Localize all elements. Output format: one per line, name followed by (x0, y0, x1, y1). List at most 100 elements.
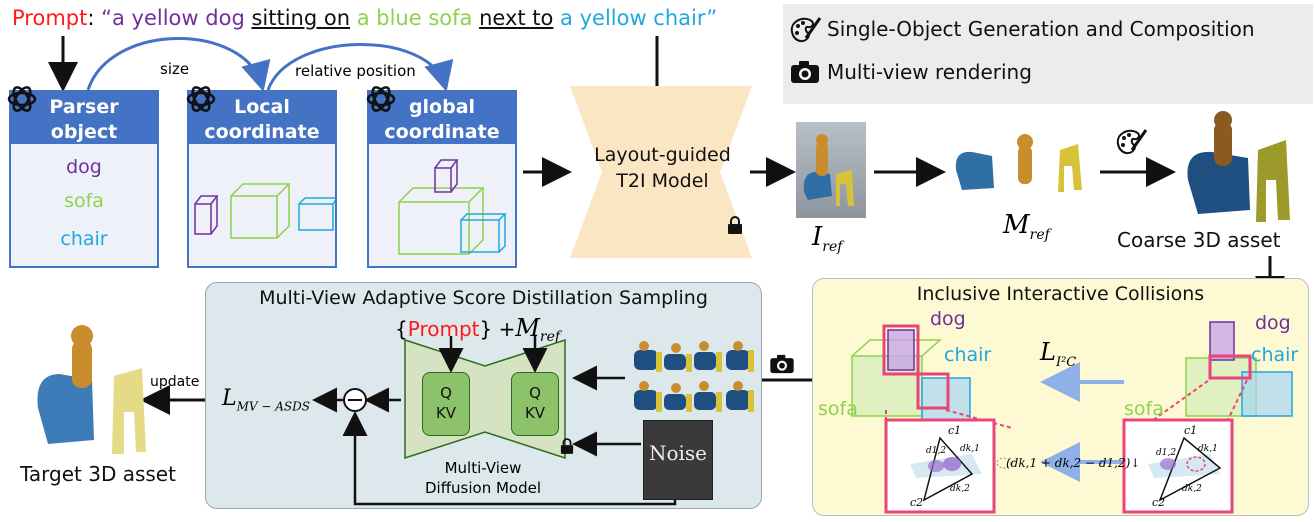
local-header: Local coordinate (187, 90, 337, 144)
parser-body: dog sofa chair (9, 144, 159, 268)
parser-header: Parser object (9, 90, 159, 144)
local-chair-box (298, 197, 339, 231)
global-title-line1: global (408, 96, 476, 118)
openai-icon (184, 82, 218, 120)
iic-right-chair-label: chair (1251, 344, 1299, 366)
arc-relative-position (266, 43, 454, 92)
mref-symbol: M (1003, 210, 1030, 240)
iref-symbol: I (812, 222, 823, 252)
iic-formula: (dk,1 + dk,2 − d1,2)↓ (1006, 456, 1141, 470)
qkv-block-right: Q KV (511, 372, 559, 436)
quote-open: “ (101, 6, 112, 30)
t2i-model-shape (570, 86, 752, 258)
diffusion-model-label: Multi-View Diffusion Model (408, 458, 558, 498)
mvasds-title: Multi-View Adaptive Score Distillation S… (259, 287, 708, 309)
update-label: update (150, 374, 200, 390)
camera-icon (783, 60, 827, 84)
right-d12-label: d1,2 (1156, 448, 1177, 458)
target-3d-asset-image (37, 325, 146, 454)
iic-left-sofa-label: sofa (818, 398, 858, 420)
arc-size (86, 37, 271, 92)
prompt-colon: : (87, 6, 102, 30)
object-chair: chair (60, 228, 108, 250)
mref-sub: ref (1029, 227, 1050, 244)
prompt-chair: a yellow chair (560, 6, 707, 30)
loss-sub: MV − ASDS (236, 399, 310, 414)
mvasds-m-sub: ref (539, 329, 561, 345)
local-boxes (194, 183, 339, 239)
diffusion-line2: Diffusion Model (424, 479, 542, 497)
iic-left-chair-label: chair (944, 344, 992, 366)
coarse-3d-asset-label: Coarse 3D asset (1117, 228, 1281, 252)
left-d12-label: d1,2 (926, 446, 947, 456)
iic-zoom-right (1122, 418, 1234, 514)
local-title-line1: Local (234, 96, 290, 118)
iic-left-scene (851, 324, 1013, 429)
global-body (367, 144, 517, 268)
quote-close: ” (706, 6, 718, 30)
brace-close: } (479, 317, 493, 341)
prompt-line: Prompt: “a yellow dog sitting on a blue … (12, 6, 717, 30)
iic-title: Inclusive Interactive Collisions (916, 283, 1205, 305)
noise-block: Noise (643, 420, 713, 500)
iic-right-dog-label: dog (1255, 312, 1291, 334)
legend-item-generation: Single-Object Generation and Composition (783, 14, 1255, 44)
edge-label-relative-position: relative position (295, 62, 416, 80)
iic-zoom-left (884, 418, 996, 514)
lock-icon (727, 216, 743, 238)
left-c1-label: c1 (948, 424, 962, 437)
right-dk1-label: dk,1 (1198, 444, 1218, 454)
iic-left-dog-label: dog (930, 308, 966, 330)
iic-diagram (851, 321, 1293, 514)
lock-icon (560, 438, 574, 458)
local-column: Local coordinate (187, 90, 339, 268)
camera-icon (768, 354, 796, 378)
parser-title-line2: object (50, 121, 118, 143)
prompt-sofa: a blue sofa (356, 6, 473, 30)
target-3d-asset-label: Target 3D asset (20, 462, 176, 486)
prompt-label: Prompt (12, 6, 88, 30)
legend-text-rendering: Multi-view rendering (827, 60, 1032, 84)
legend-box: Single-Object Generation and Composition… (783, 4, 1313, 104)
left-c2-label: c2 (910, 496, 924, 509)
segmented-objects (955, 134, 1082, 192)
reference-image (796, 122, 866, 218)
iic-loss: LI²C (1040, 338, 1076, 370)
global-chair-box (460, 213, 507, 253)
local-sofa-box (230, 183, 291, 239)
prompt-relation-2: next to (479, 6, 554, 30)
mref-label: Mref (1003, 210, 1050, 243)
right-c1-label: c1 (1184, 424, 1198, 437)
coarse-3d-asset-image (1187, 111, 1290, 222)
legend-item-rendering: Multi-view rendering (783, 60, 1032, 84)
kv-label: KV (435, 404, 457, 422)
parser-column: Parser object dog sofa chair (9, 90, 159, 268)
multi-view-renders (634, 341, 754, 412)
q-label: Q (440, 384, 452, 402)
prompt-dog: a yellow dog (112, 6, 245, 30)
legend-text-generation: Single-Object Generation and Composition (827, 17, 1255, 41)
mvasds-prompt-word: Prompt (407, 317, 480, 341)
brace-open: { (395, 317, 408, 341)
parser-title-line1: Parser (49, 96, 119, 118)
prompt-relation-1: sitting on (251, 6, 351, 30)
left-dk1-label: dk,1 (960, 444, 980, 454)
edge-label-size: size (160, 60, 190, 78)
right-dk2-label: dk,2 (1182, 484, 1202, 494)
iic-right-sofa-label: sofa (1124, 398, 1164, 420)
q-label: Q (529, 384, 541, 402)
global-column: global coordinate (367, 90, 517, 268)
t2i-line1: Layout-guided (594, 144, 731, 166)
left-dk2-label: dk,2 (950, 484, 970, 494)
object-dog: dog (66, 156, 102, 178)
mvasds-loss: LMV − ASDS (222, 386, 310, 413)
iref-label: Iref (812, 222, 842, 255)
palette-icon (783, 14, 827, 44)
mvasds-condition: {Prompt} +Mref (395, 314, 560, 345)
diffusion-line1: Multi-View (444, 459, 522, 477)
loss-symbol: L (222, 386, 237, 411)
right-c2-label: c2 (1152, 496, 1166, 509)
qkv-block-left: Q KV (422, 372, 470, 436)
iic-right-scene (1141, 321, 1293, 429)
object-sofa: sofa (64, 190, 104, 212)
